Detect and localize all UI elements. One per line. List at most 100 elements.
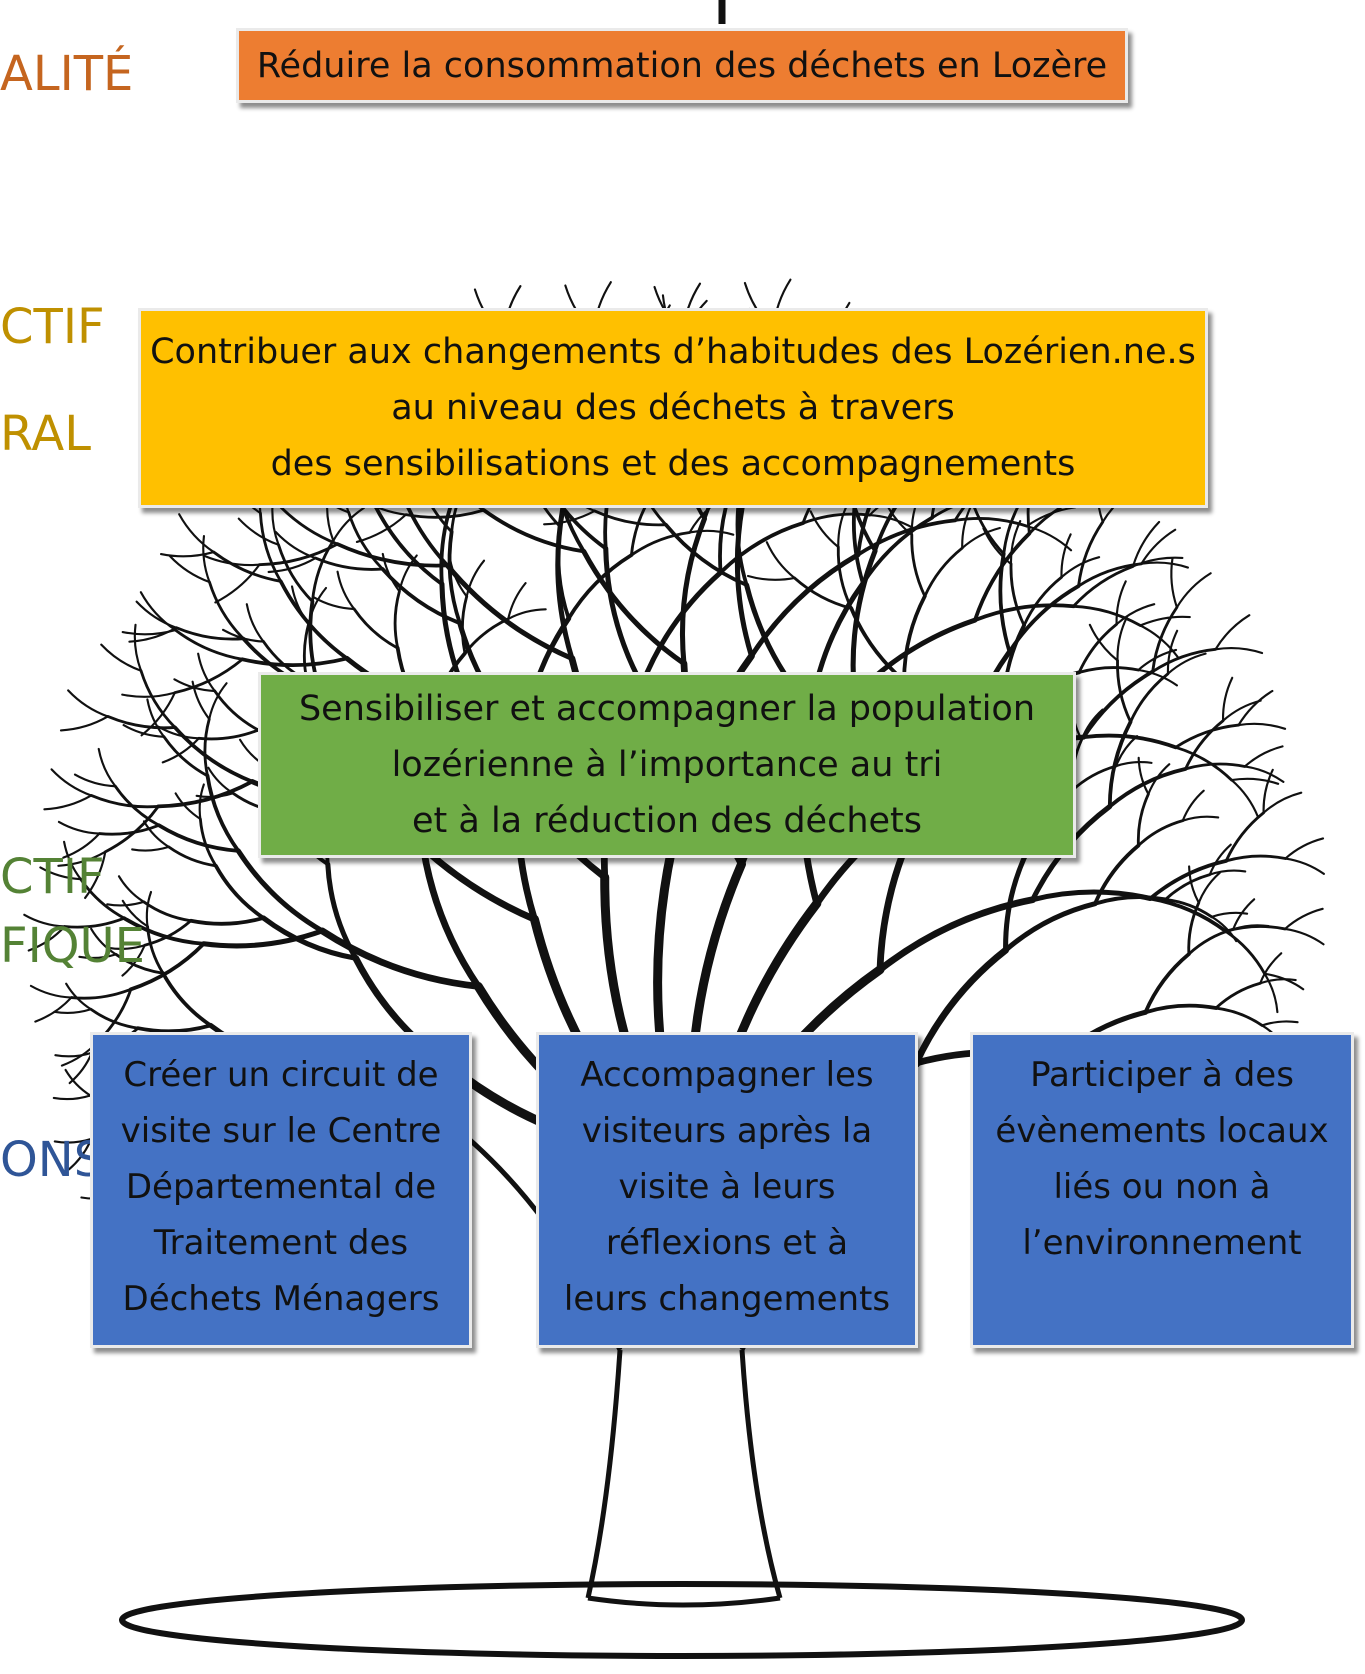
tree-branch xyxy=(1077,666,1140,674)
tree-branch xyxy=(1197,871,1221,904)
tree-branch xyxy=(65,982,92,1011)
tree-branch xyxy=(1283,927,1325,946)
tree-branch xyxy=(121,944,146,977)
tree-branch xyxy=(208,580,245,641)
action-2-line-1: Accompagner les xyxy=(580,1055,874,1095)
tree-branch xyxy=(198,783,205,820)
tree-branch xyxy=(1259,952,1283,985)
tree-branch xyxy=(197,652,216,693)
tree-branch xyxy=(131,845,170,852)
tree-branch xyxy=(133,623,143,672)
tree-branch xyxy=(1009,562,1026,627)
action-1-line-3: Départemental de xyxy=(125,1167,437,1207)
tree-branch xyxy=(1060,556,1101,579)
tree-branch xyxy=(1166,652,1207,675)
tree-branch xyxy=(325,861,359,961)
action-3-line-3: liés ou non à xyxy=(1053,1167,1271,1207)
tree-branch xyxy=(603,545,645,688)
objectif-general-line-1: Contribuer aux changements d’habitudes d… xyxy=(150,332,1196,372)
tree-branch xyxy=(277,543,314,603)
tree-branch xyxy=(593,509,668,527)
tree-branch xyxy=(912,946,1010,1067)
tree-branch xyxy=(23,913,66,928)
tree-branch xyxy=(240,656,349,668)
tree-branch xyxy=(178,513,215,554)
tree-branch xyxy=(849,606,906,683)
tree-branch xyxy=(1174,723,1240,749)
action-box-1: Créer un circuit de visite sur le Centre… xyxy=(90,1032,472,1348)
tree-branch xyxy=(1107,719,1133,809)
tree-branch xyxy=(1184,762,1247,771)
action-1-line-2: visite sur le Centre xyxy=(120,1111,442,1151)
tree-branch xyxy=(352,607,400,650)
tree-branch xyxy=(197,728,260,741)
tree-branch xyxy=(1175,572,1212,609)
tree-branch xyxy=(1077,622,1119,674)
side-label-finalite: ALITÉ xyxy=(0,46,134,102)
tree-branch xyxy=(57,820,101,835)
tree-branch xyxy=(1230,779,1260,819)
tree-branch xyxy=(748,552,861,659)
tree-branch xyxy=(173,628,244,661)
tree-branch xyxy=(1283,907,1324,930)
tree-branch xyxy=(809,510,840,549)
tree-branch xyxy=(318,927,482,990)
tree-branch xyxy=(1093,895,1168,906)
tree-branch xyxy=(245,603,265,643)
tree-branch xyxy=(212,550,283,583)
tree-branch xyxy=(173,657,244,695)
tree-branch xyxy=(113,784,161,827)
tree-branch xyxy=(1181,815,1220,822)
tree-branch xyxy=(69,987,133,1000)
tree-branch xyxy=(332,506,366,542)
tree-branch xyxy=(146,924,165,975)
side-label-actions: ONS xyxy=(0,1132,105,1188)
tree-branch xyxy=(140,691,176,737)
tree-branch xyxy=(1232,924,1270,931)
tree-branch xyxy=(213,863,266,920)
tree-branch xyxy=(173,725,255,784)
tree-branch xyxy=(961,526,1001,550)
tree-branch xyxy=(107,944,146,950)
tree-branch xyxy=(100,643,143,672)
tree-branch xyxy=(1137,668,1178,687)
tree-branch xyxy=(235,848,325,934)
tree-branch xyxy=(139,591,177,632)
tree-branch xyxy=(1170,557,1178,609)
tree-branch xyxy=(54,1051,93,1058)
tree-branch xyxy=(1137,756,1150,796)
tree-branch xyxy=(688,529,735,536)
tree-branch xyxy=(237,517,280,546)
tree-branch xyxy=(53,1008,92,1014)
tree-branch xyxy=(205,773,241,853)
tree-branch xyxy=(161,737,200,764)
tree-branch xyxy=(1187,901,1201,956)
tree-branch xyxy=(481,508,586,554)
tree-branch xyxy=(167,845,218,868)
tree-branch xyxy=(1137,819,1185,847)
tree-branch xyxy=(1164,873,1212,901)
tree-branch xyxy=(1136,792,1150,847)
tree-branch xyxy=(117,875,145,903)
tree-branch xyxy=(1214,981,1262,1010)
tree-branch xyxy=(746,574,796,581)
tree-branch xyxy=(203,717,211,778)
tree-branch xyxy=(1259,978,1297,985)
side-label-objectif-general-1: CTIF xyxy=(0,299,105,355)
objectif-specifique-line-2: lozérienne à l’importance au tri xyxy=(391,745,943,785)
tree-branch xyxy=(1025,525,1073,552)
tree-branch xyxy=(923,546,964,598)
tree-branch xyxy=(973,603,1076,623)
tree-branch xyxy=(1208,869,1247,876)
tree-branch xyxy=(59,715,109,732)
tree-branch xyxy=(1243,765,1285,783)
tree-branch xyxy=(639,569,724,688)
tree-branch xyxy=(168,554,211,584)
tree-branch xyxy=(444,562,575,661)
tree-branch xyxy=(380,567,462,626)
tree-branch xyxy=(1107,766,1188,809)
tree-branch xyxy=(1140,528,1177,565)
tree-branch xyxy=(202,535,211,584)
tree-branch xyxy=(837,503,849,549)
tree-branch xyxy=(1116,659,1132,724)
